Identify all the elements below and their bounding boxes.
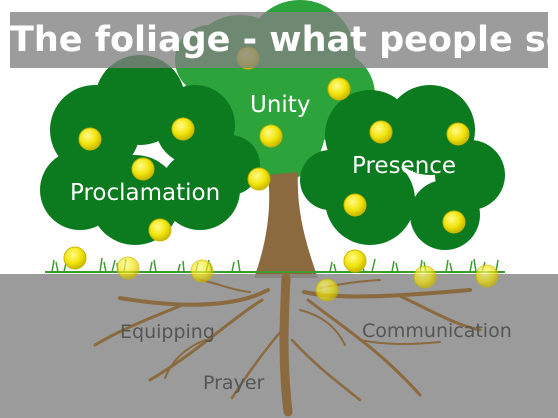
fruit (446, 122, 470, 146)
fruit (131, 157, 155, 181)
trunk (254, 172, 318, 278)
fruit (148, 218, 172, 242)
label-communication: Communication (362, 320, 512, 342)
fruits (63, 46, 499, 302)
fruit (190, 259, 214, 283)
fruit (171, 117, 195, 141)
fruit (475, 264, 499, 288)
fruit (343, 249, 367, 273)
label-proclamation: Proclamation (70, 180, 221, 206)
fruit (327, 77, 351, 101)
label-equipping: Equipping (120, 321, 215, 343)
page-title: The foliage - what people see (10, 12, 548, 68)
label-presence: Presence (352, 153, 457, 179)
fruit (343, 193, 367, 217)
fruit (63, 246, 87, 270)
fruit (247, 167, 271, 191)
fruit (78, 127, 102, 151)
fruit (442, 210, 466, 234)
label-unity: Unity (250, 92, 311, 118)
fruit (315, 278, 339, 302)
label-prayer: Prayer (203, 372, 265, 394)
fruit (116, 256, 140, 280)
ground-area (0, 274, 558, 418)
fruit (259, 124, 283, 148)
fruit (413, 265, 437, 289)
fruit (369, 120, 393, 144)
